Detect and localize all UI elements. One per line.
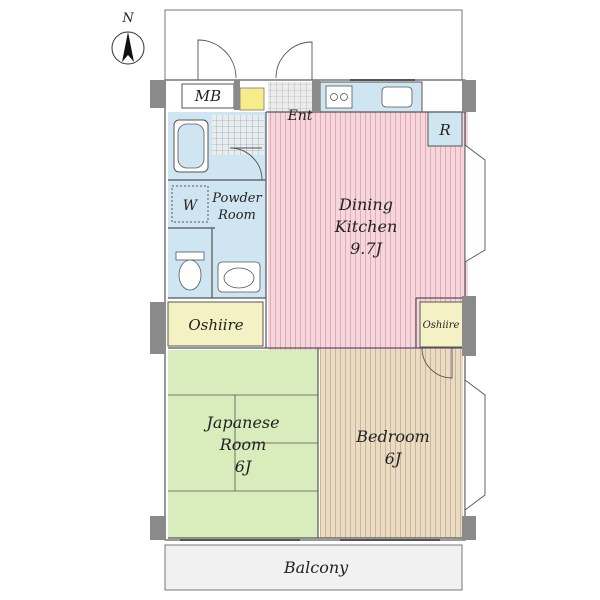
japanese-room-floor: [168, 350, 318, 538]
label-dining-2: Kitchen: [334, 217, 398, 236]
label-oshiire-right: Oshiire: [423, 320, 460, 331]
burner-icon: [330, 93, 338, 101]
oshiire-right-area: [419, 301, 464, 348]
label-japanese-3: 6J: [235, 457, 253, 476]
balcony-area: [164, 544, 463, 591]
label-washer: W: [183, 198, 199, 214]
label-japanese-1: Japanese: [203, 413, 279, 432]
bedroom-floor: [320, 350, 463, 538]
sink: [381, 86, 413, 108]
shoe-cabinet: [239, 87, 265, 111]
mb-box: [181, 83, 235, 109]
label-refrigerator: R: [438, 121, 450, 139]
label-oshiire-left: Oshiire: [188, 316, 243, 334]
tatami-lines: [168, 394, 318, 492]
label-powder-room-1: Powder: [211, 191, 262, 206]
compass-label: N: [121, 11, 134, 26]
entrance-tile: [268, 82, 318, 112]
oshiire-left-area: [167, 301, 264, 347]
washer-space: [171, 185, 209, 223]
label-mb: MB: [194, 87, 221, 105]
refrigerator-space: [427, 111, 463, 147]
label-dining-3: 9.7J: [350, 239, 383, 258]
window-marks: [180, 79, 440, 541]
bay-windows: [464, 144, 486, 511]
north-arrow-icon: [122, 32, 134, 62]
label-japanese-2: Room: [219, 435, 266, 454]
label-dining-1: Dining: [338, 195, 393, 214]
stove: [325, 85, 353, 109]
exterior-outline: [164, 9, 463, 80]
label-powder-room-2: Room: [217, 208, 256, 223]
toilet-icon: [178, 259, 202, 291]
compass: N: [111, 11, 145, 65]
label-bedroom-1: Bedroom: [355, 427, 430, 446]
label-bedroom-2: 6J: [385, 449, 403, 468]
label-balcony: Balcony: [283, 558, 349, 577]
burner-icon: [340, 93, 348, 101]
wall-columns: [150, 80, 476, 540]
toilet-tank: [175, 251, 205, 261]
wash-basin: [217, 261, 261, 293]
doors: [197, 39, 453, 379]
label-ent: Ent: [287, 108, 313, 124]
